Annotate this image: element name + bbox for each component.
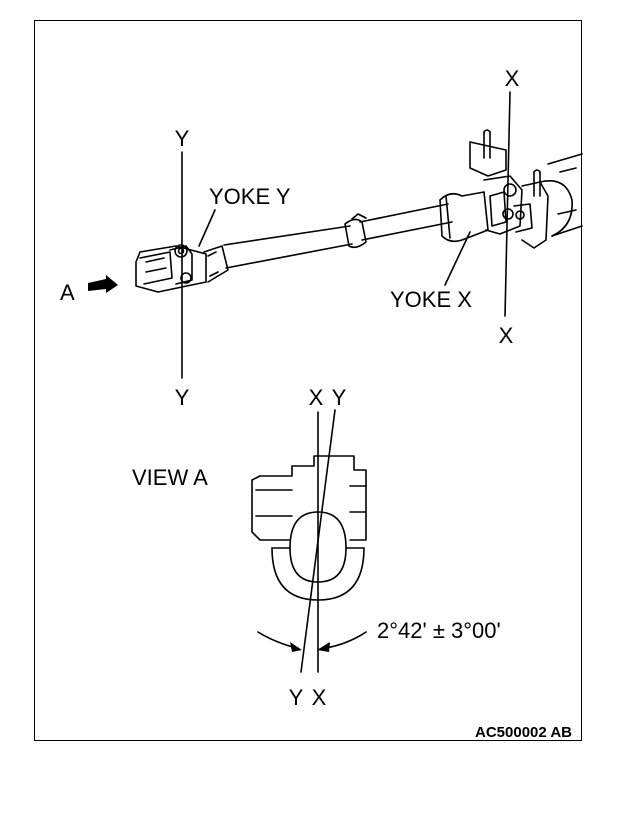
label-yoke-x: YOKE X [390, 287, 472, 312]
leader-yoke-y [198, 209, 216, 247]
leader-yoke-x [444, 231, 471, 286]
label-view-a: VIEW A [132, 465, 208, 490]
label-x-lower-top: X [309, 385, 324, 410]
label-y-lower-bottom: Y [289, 685, 304, 710]
label-axis-y-top: Y [175, 126, 190, 151]
label-view-arrow-a: A [60, 280, 75, 305]
label-angle-spec: 2°42' ± 3°00' [377, 618, 501, 643]
yoke-y-joint [135, 244, 229, 293]
angle-arrowhead-left [290, 642, 302, 652]
label-yoke-y: YOKE Y [209, 184, 291, 209]
shaft-body [223, 203, 453, 269]
angle-arc-right [325, 631, 367, 649]
label-axis-x-bottom: X [499, 323, 514, 348]
yoke-x-joint [439, 175, 533, 243]
label-x-lower-bottom: X [312, 685, 327, 710]
label-axis-y-bottom: Y [175, 385, 190, 410]
view-a-section [251, 455, 367, 601]
label-axis-x-top: X [505, 66, 520, 91]
drawing-code: AC500002 AB [475, 724, 572, 741]
label-y-lower-top: Y [332, 385, 347, 410]
column-bracket [469, 129, 583, 249]
axis-line-y-lower [300, 409, 336, 673]
angle-arc-left [257, 631, 297, 649]
axis-line-x [504, 91, 511, 317]
arrow-right-icon [88, 275, 118, 293]
angle-arrowhead-right [317, 642, 330, 652]
